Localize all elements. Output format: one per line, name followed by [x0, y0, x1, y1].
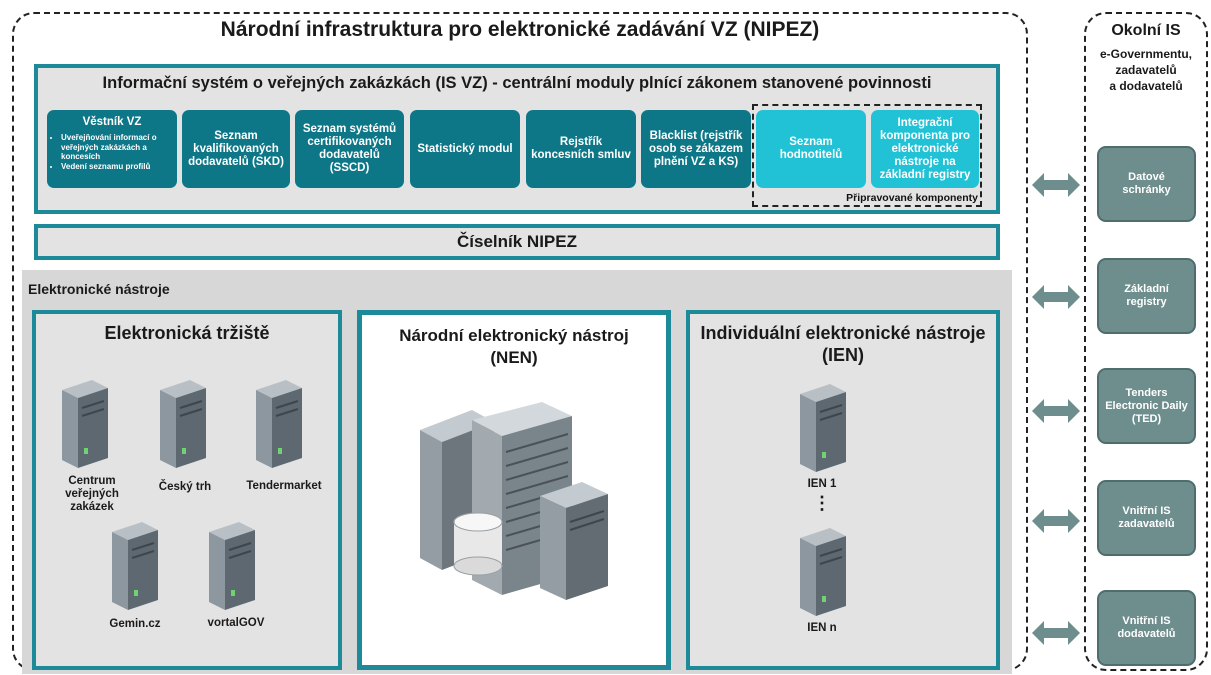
double-arrow-icon: [1032, 173, 1080, 197]
server-label-ien-n: IEN n: [807, 622, 837, 634]
external-is-subtitle-line: e-Governmentu,: [1099, 47, 1192, 61]
external-is-title: Okolní IS: [1111, 22, 1181, 39]
server-icon: [209, 522, 255, 610]
module-vestnik-title: Věstník VZ: [82, 116, 142, 128]
double-arrow-icon: [1032, 621, 1080, 645]
isvz-title: Informační systém o veřejných zakázkách …: [102, 74, 932, 92]
module-vestnik-bullet: Uveřejňování informací o veřejných zakáz…: [61, 133, 172, 162]
electronic-tools-label: Elektronické nástroje: [28, 281, 170, 297]
ien-title-line2: (IEN): [822, 345, 864, 365]
module-skd: Seznam kvalifikovaných dodavatelů (SKD): [182, 110, 290, 188]
external-is-frame: [1084, 12, 1208, 671]
double-arrow-icon: [1032, 285, 1080, 309]
ien-box: Individuální elektronické nástroje (IEN): [686, 310, 1000, 670]
external-is-subtitle-line: zadavatelů: [1115, 63, 1177, 77]
double-arrow-icon: [1032, 509, 1080, 533]
nen-title-line2: (NEN): [490, 348, 538, 367]
server-label-vortalgov: vortalGOV: [207, 617, 265, 629]
server-label-tendermarket: Tendermarket: [246, 480, 322, 492]
server-label-gemin: Gemin.cz: [109, 618, 161, 630]
external-vnitrni-is-dodavatelu: Vnitřní IS dodavatelů: [1097, 590, 1196, 666]
server-icon: [112, 522, 158, 610]
server-label-cesky-trh: Český trh: [158, 481, 212, 493]
data-center-icon: [420, 402, 608, 600]
server-icon: [256, 380, 302, 468]
module-integration-component: Integrační komponenta pro elektronické n…: [871, 110, 979, 188]
module-blacklist: Blacklist (rejstřík osob se zákazem plně…: [641, 110, 751, 188]
server-label-cvz: Centrum veřejných zakázek: [65, 475, 119, 513]
ien-ellipsis: ⋮: [813, 493, 831, 513]
external-ted: Tenders Electronic Daily (TED): [1097, 368, 1196, 444]
module-vestnik-bullet: Vedení seznamu profilů: [61, 162, 172, 172]
prepared-components-label: Připravované komponenty: [846, 192, 978, 204]
marketplaces-box: Elektronická tržiště: [32, 310, 342, 670]
nen-title-line1: Národní elektronický nástroj: [399, 326, 629, 345]
external-is-subtitle-line: a dodavatelů: [1109, 79, 1183, 93]
module-sscd: Seznam systémů certifikovaných dodavatel…: [295, 110, 404, 188]
module-vestnik: Věstník VZ Uveřejňování informací o veře…: [47, 110, 177, 188]
server-icon: [800, 384, 846, 472]
ciselnik-nipez: Číselník NIPEZ: [34, 224, 1000, 260]
module-concession-register: Rejstřík koncesních smluv: [526, 110, 636, 188]
server-icon: [160, 380, 206, 468]
server-icon: [800, 528, 846, 616]
external-zakladni-registry: Základní registry: [1097, 258, 1196, 334]
external-vnitrni-is-zadavatelu: Vnitřní IS zadavatelů: [1097, 480, 1196, 556]
server-label-ien1: IEN 1: [807, 478, 837, 490]
module-statistics: Statistický modul: [410, 110, 520, 188]
module-evaluators: Seznam hodnotitelů: [756, 110, 866, 188]
external-is-subtitle: e-Governmentu, zadavatelů a dodavatelů: [1084, 46, 1208, 94]
ien-title-line1: Individuální elektronické nástroje: [700, 323, 986, 343]
double-arrow-icon: [1032, 399, 1080, 423]
server-icon: [62, 380, 108, 468]
marketplaces-title: Elektronická tržiště: [104, 323, 270, 343]
module-vestnik-bullets: Uveřejňování informací o veřejných zakáz…: [52, 133, 172, 171]
external-datove-schranky: Datové schránky: [1097, 146, 1196, 222]
prepared-components-frame: [752, 104, 982, 207]
diagram-title: Národní infrastruktura pro elektronické …: [220, 18, 820, 41]
